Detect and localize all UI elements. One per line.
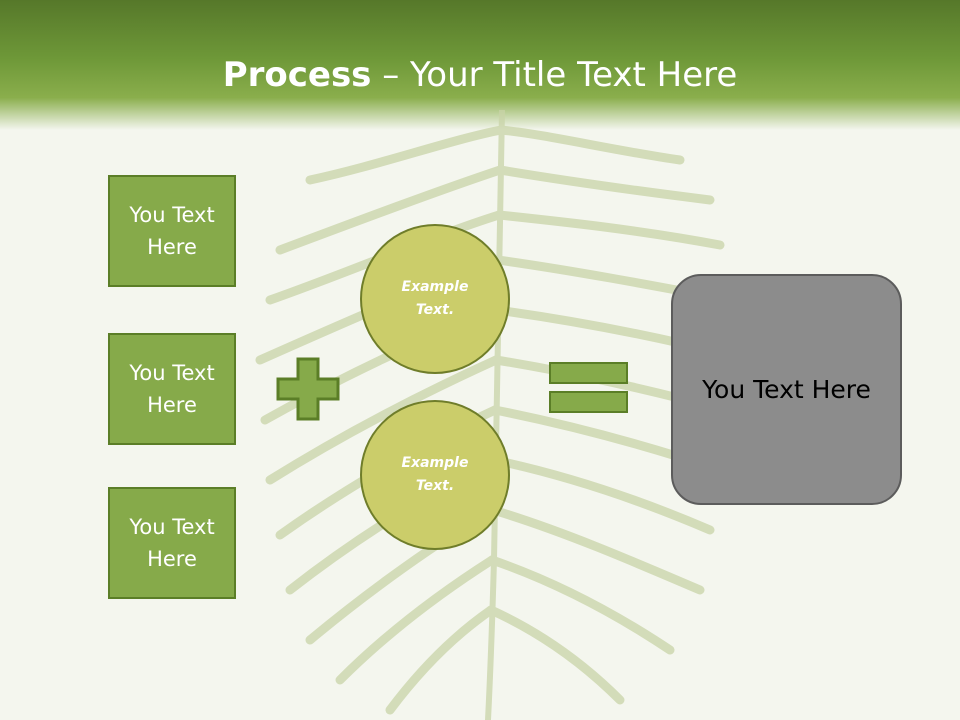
input-box-2: You Text Here [108,333,236,445]
input-box-label: You Text Here [129,361,215,417]
title-bold: Process [222,55,372,95]
circle-label: Example Text. [401,455,469,494]
equals-bar-bottom [549,391,628,413]
equals-bar-top [549,362,628,384]
input-box-label: You Text Here [129,203,215,259]
input-box-1: You Text Here [108,175,236,287]
example-circle-1: Example Text. [360,224,510,374]
result-label: You Text Here [702,375,871,404]
title-rest: – Your Title Text Here [371,55,738,95]
input-box-label: You Text Here [129,515,215,571]
slide-title: Process – Your Title Text Here [0,52,960,98]
result-box: You Text Here [671,274,902,505]
plus-icon [276,357,340,421]
title-banner [0,0,960,130]
input-box-3: You Text Here [108,487,236,599]
example-circle-2: Example Text. [360,400,510,550]
circle-label: Example Text. [401,279,469,318]
